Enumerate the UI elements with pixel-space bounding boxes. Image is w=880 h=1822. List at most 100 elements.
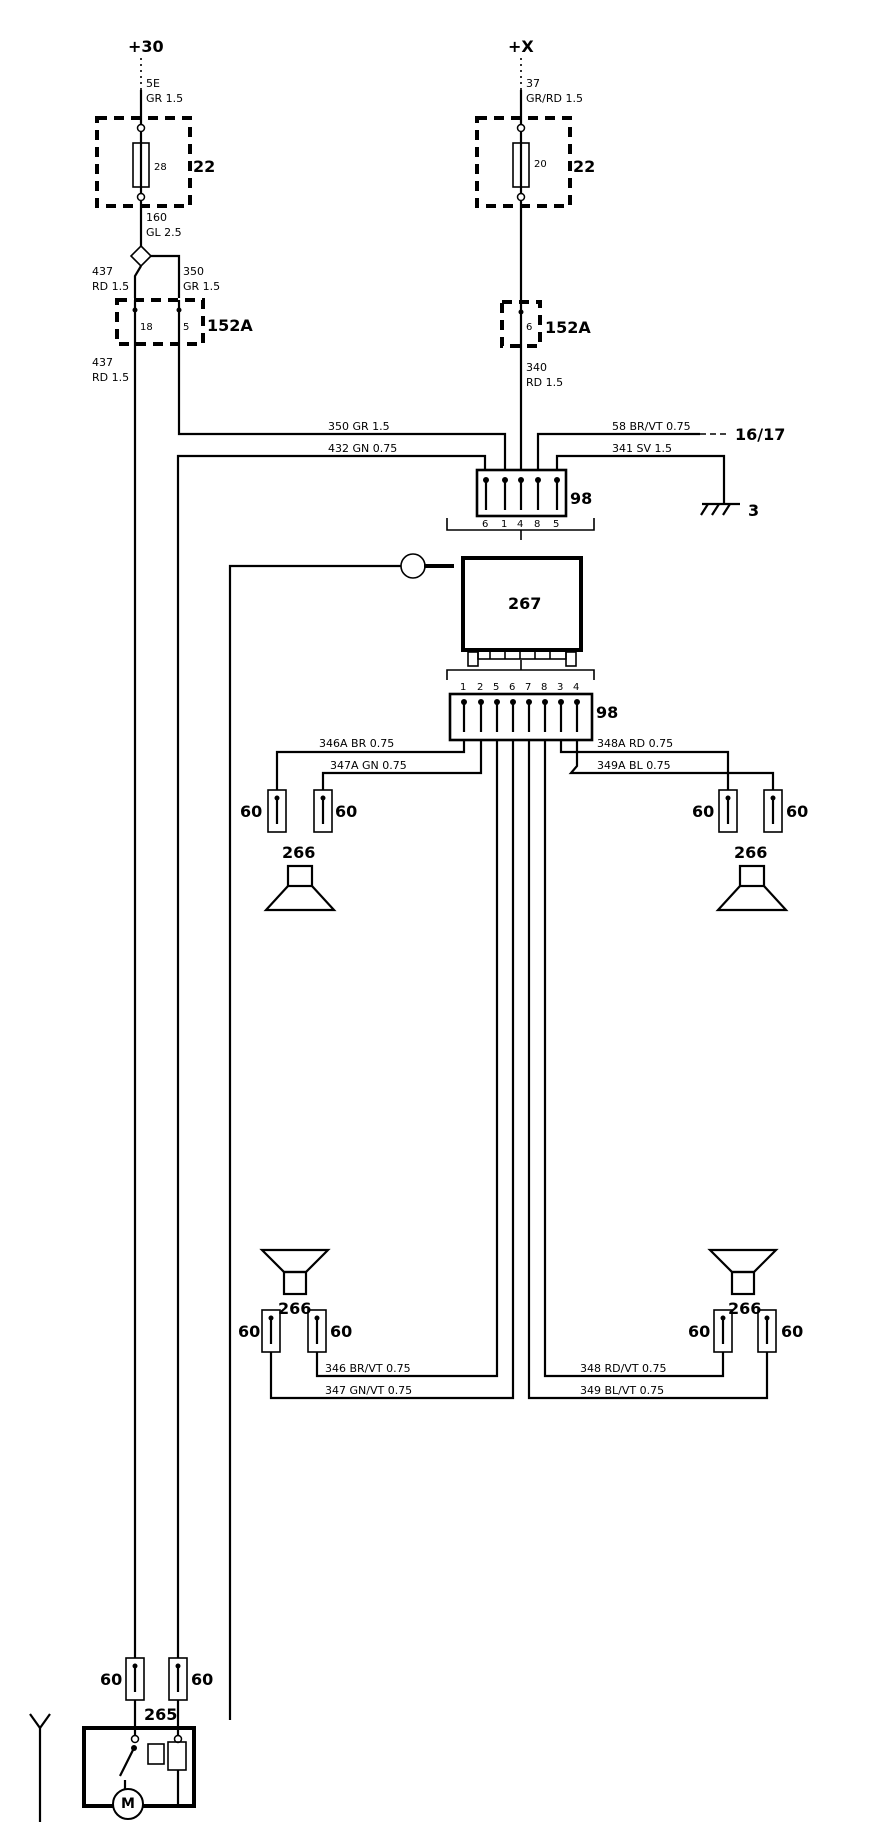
- connector-98-top: 98 6 1 4 8 5: [446, 468, 595, 540]
- wire-341-label: 341 SV 1.5: [612, 442, 672, 455]
- fuse-number-20: 20: [534, 159, 547, 170]
- pin-number: 4: [517, 519, 523, 530]
- connector-60-label: 60: [692, 802, 714, 821]
- pin-dot: [764, 1315, 770, 1321]
- speaker-magnet: [730, 1270, 756, 1296]
- wire-350-label: 350 GR 1.5: [328, 420, 390, 433]
- fuse-box-22-left: 28 22: [95, 116, 215, 208]
- wires-to-connector-98-top: 350 GR 1.5 432 GN 0.75 58 BR/VT 0.75 16/…: [133, 344, 785, 1658]
- wire-58: [536, 432, 700, 470]
- radio-label: 267: [508, 594, 541, 613]
- speaker-266-front-left: 266: [263, 843, 337, 912]
- supply-plus30: +30 5E GR 1.5: [128, 37, 183, 128]
- wire-349: [527, 740, 769, 1400]
- wire-346: [315, 740, 499, 1378]
- wire-350-spec: GR 1.5: [183, 280, 220, 293]
- fuse-number-28: 28: [154, 162, 167, 173]
- wire-437b-number: 437: [92, 356, 113, 369]
- relay-contact: [167, 1741, 187, 1771]
- connector-60-body: [261, 1309, 281, 1353]
- connector-60-body: [713, 1309, 733, 1353]
- wire-340-number: 340: [526, 361, 547, 374]
- wire-437-number: 437: [92, 265, 113, 278]
- connector-60-label: 60: [238, 1322, 260, 1341]
- connector-60-label: 60: [330, 1322, 352, 1341]
- wire-160: 160 GL 2.5 437 RD 1.5 350 GR 1.5: [92, 200, 220, 298]
- pin-5-label: 5: [183, 322, 189, 333]
- pin-dot: [554, 477, 560, 483]
- pin-dot: [268, 1315, 274, 1321]
- pin-dot: [518, 309, 524, 315]
- wire-348a-label: 348A RD 0.75: [597, 737, 673, 750]
- speaker-cone: [259, 1248, 331, 1274]
- pin-dot: [770, 795, 776, 801]
- wire-341: [555, 454, 726, 504]
- supply-plusx: +X 37 GR/RD 1.5: [508, 37, 583, 128]
- connector-60-front-right-a: 60: [692, 789, 738, 833]
- pin-number: 6: [509, 682, 515, 693]
- pin-number: 3: [557, 682, 563, 693]
- ground-hatch: [722, 503, 731, 516]
- radio-foot: [467, 651, 479, 667]
- connector-60-body: [307, 1309, 327, 1353]
- wire-349a: [568, 740, 775, 790]
- connector-60-label: 60: [191, 1670, 213, 1689]
- speaker-label: 266: [728, 1299, 761, 1318]
- wire-350-top: [151, 254, 181, 298]
- pin-number: 8: [541, 682, 547, 693]
- pin-dot: [132, 1663, 138, 1669]
- connector-98-bottom-pins: [461, 699, 580, 732]
- connector-98-outline: [448, 692, 594, 742]
- pin-dot: [518, 477, 524, 483]
- pin-number: 4: [573, 682, 579, 693]
- connector-60-front-left-b: 60: [313, 789, 357, 833]
- antenna-plug-ring: [400, 553, 426, 579]
- fuse-box-22-right: 20 22: [475, 116, 595, 208]
- wire-346a-label: 346A BR 0.75: [319, 737, 394, 750]
- pin-number-bracket: [446, 669, 595, 680]
- ground-3: 3: [700, 501, 759, 520]
- speaker-cone: [715, 885, 789, 912]
- pin-dot: [535, 477, 541, 483]
- wire-160-number: 160: [146, 211, 167, 224]
- speaker-magnet: [286, 864, 314, 888]
- front-speaker-wires: 346A BR 0.75 347A GN 0.75 348A RD 0.75 3…: [275, 737, 775, 790]
- connector-60-antenna-a: 60: [100, 1657, 145, 1701]
- connector-60-label: 60: [100, 1670, 122, 1689]
- supply-plus30-label: +30: [128, 37, 164, 56]
- ground-hatch: [711, 503, 720, 516]
- wire-349-label: 349 BL/VT 0.75: [580, 1384, 664, 1397]
- ground-number-label: 3: [748, 501, 759, 520]
- pin-number: 5: [553, 519, 559, 530]
- pin-dot: [175, 1663, 181, 1669]
- rear-speaker-wires: 346 BR/VT 0.75 347 GN/VT 0.75 348 RD/VT …: [269, 740, 769, 1400]
- wire-348: [543, 740, 725, 1378]
- switch-blade: [119, 1747, 135, 1777]
- connector-60-antenna-b: 60: [168, 1657, 213, 1701]
- pin-number: 7: [525, 682, 531, 693]
- wire-160-spec: GL 2.5: [146, 226, 182, 239]
- wire-437b-spec: RD 1.5: [92, 371, 129, 384]
- connector-60-body: [313, 789, 333, 833]
- fuse-terminal: [516, 192, 526, 202]
- connector-60-label: 60: [335, 802, 357, 821]
- connector-60-front-right-b: 60: [763, 789, 808, 833]
- wire-37-number: 37: [526, 77, 540, 90]
- connector-60-rear-right-b: 60: [757, 1309, 803, 1353]
- pin-number: 1: [460, 682, 466, 693]
- wire-350-number: 350: [183, 265, 204, 278]
- speaker-266-rear-left: 266: [259, 1248, 331, 1318]
- connector-60-body: [757, 1309, 777, 1353]
- relay-coil: [147, 1743, 165, 1765]
- fuse-box-outline: [95, 116, 192, 208]
- speaker-magnet: [282, 1270, 308, 1296]
- wire-346-label: 346 BR/VT 0.75: [325, 1362, 411, 1375]
- motor-label: M: [121, 1796, 135, 1812]
- connector-60-label: 60: [781, 1322, 803, 1341]
- connector-60-rear-left-b: 60: [307, 1309, 352, 1353]
- pin-dot: [314, 1315, 320, 1321]
- connector-60-label: 60: [688, 1322, 710, 1341]
- wire-437-top: [133, 265, 142, 298]
- connector-60-body: [267, 789, 287, 833]
